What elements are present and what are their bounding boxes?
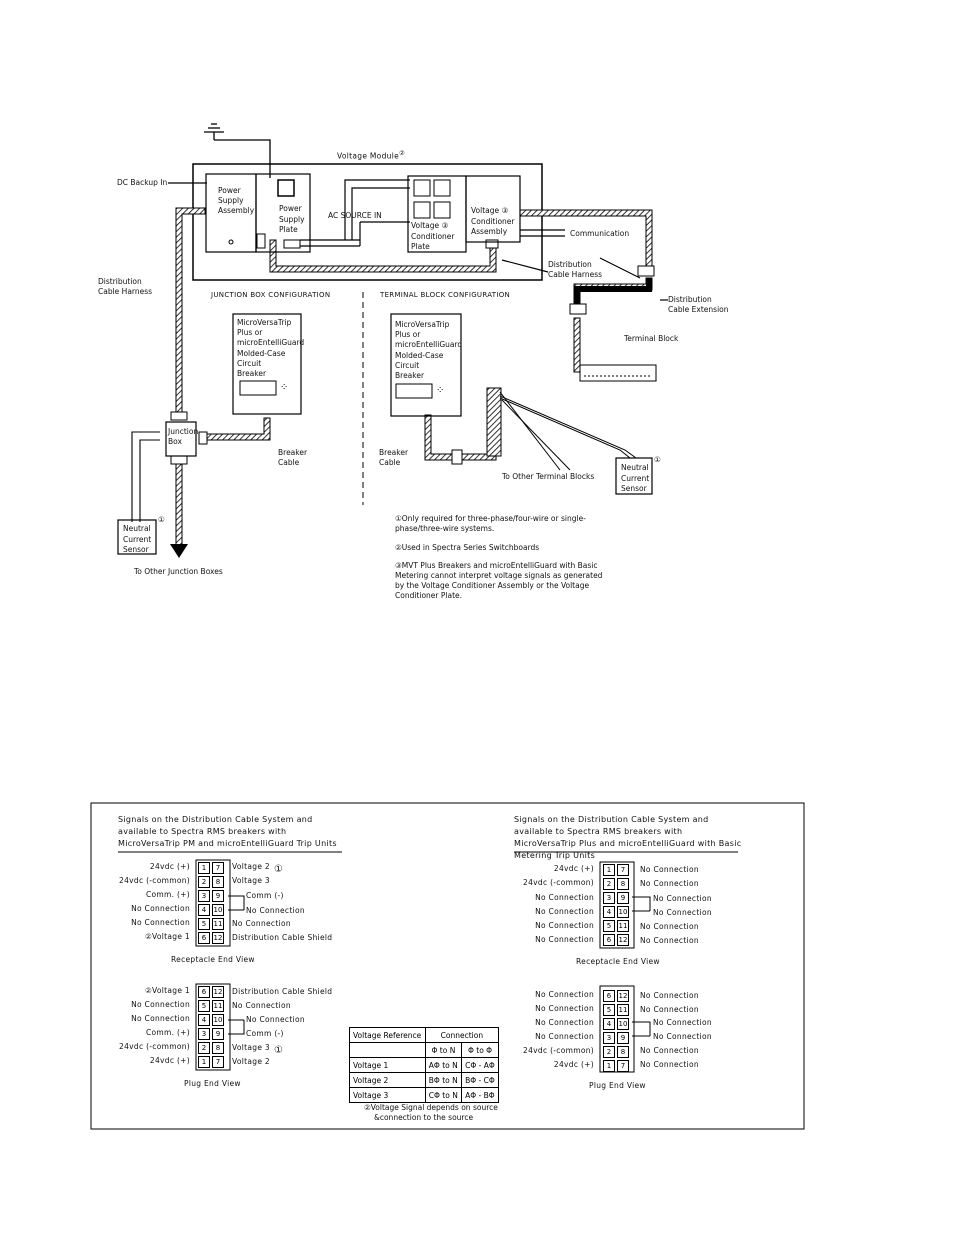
table-header-voltage-reference: Voltage Reference <box>349 1027 426 1043</box>
breaker-left-icon: ⁘ <box>280 382 289 393</box>
left-receptacle-label: Receptacle End View <box>171 955 255 964</box>
communication-label: Communication <box>570 229 630 238</box>
voltage-module-box <box>192 163 543 281</box>
sensor-right-note: ① <box>654 455 661 464</box>
junction-box-config-title: Junction Box Configuration <box>211 291 331 299</box>
arrow-down-icon <box>170 544 188 558</box>
voltage-reference-table: Voltage Reference Connection Φ to N Φ to… <box>349 1027 500 1103</box>
voltage-table-note: ②Voltage Signal depends on source&connec… <box>364 1103 498 1122</box>
note-3: ③MVT Plus Breakers and microEntelliGuard… <box>395 561 603 600</box>
left-plug-label: Plug End View <box>184 1079 241 1088</box>
note-1: ①Only required for three-phase/four-wire… <box>395 514 586 533</box>
voltage-module-label: Voltage Module② <box>337 150 405 161</box>
right-plug-label: Plug End View <box>589 1081 646 1090</box>
ground-icon <box>204 123 271 178</box>
signals-panel-frame <box>90 802 805 1130</box>
table-header-connection: Connection <box>424 1027 500 1043</box>
note-2: ②Used in Spectra Series Switchboards <box>395 543 540 552</box>
right-panel-title: Signals on the Distribution Cable System… <box>514 815 742 860</box>
dc-backup-label: DC Backup In <box>117 178 168 187</box>
terminal-block-config-title: Terminal Block configuration <box>380 291 511 299</box>
right-receptacle-label: Receptacle End View <box>576 957 660 966</box>
sensor-left-note: ① <box>158 515 165 524</box>
breaker-right-icon: ⁘ <box>436 385 445 396</box>
left-panel-title: Signals on the Distribution Cable System… <box>118 815 337 848</box>
terminal-block-label: Terminal Block <box>624 334 679 343</box>
to-other-terminal-blocks-label: To Other Terminal Blocks <box>502 472 595 481</box>
ac-source-label: AC SOURCE IN <box>328 211 382 220</box>
to-other-junction-boxes-label: To Other Junction Boxes <box>134 567 223 576</box>
